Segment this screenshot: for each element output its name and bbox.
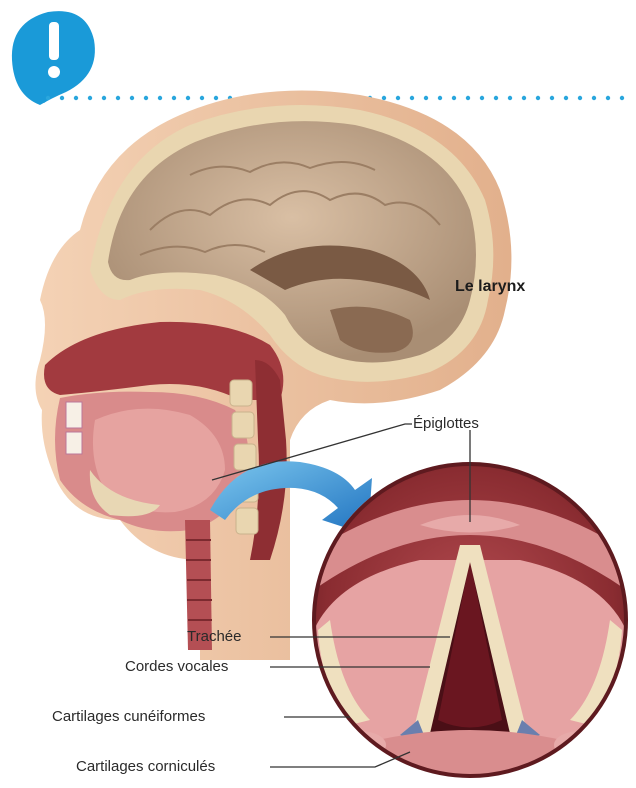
divider-dot: [508, 96, 512, 100]
divider-dot: [466, 96, 470, 100]
divider-dot: [214, 96, 218, 100]
divider-dot: [550, 96, 554, 100]
divider-dot: [424, 96, 428, 100]
label-cartilages-cornicules: Cartilages corniculés: [76, 758, 215, 775]
divider-dot: [186, 96, 190, 100]
exclamation-icon: [12, 11, 95, 105]
divider-dot: [396, 96, 400, 100]
divider-dot: [74, 96, 78, 100]
divider-dot: [130, 96, 134, 100]
divider-dot: [144, 96, 148, 100]
divider-dot: [88, 96, 92, 100]
label-cartilages-cuneiformes: Cartilages cunéiformes: [52, 708, 205, 725]
divider-dot: [172, 96, 176, 100]
divider-dot: [102, 96, 106, 100]
divider-dot: [452, 96, 456, 100]
divider-dot: [60, 96, 64, 100]
divider-dot: [536, 96, 540, 100]
divider-dot: [480, 96, 484, 100]
divider-dot: [200, 96, 204, 100]
divider-dot: [592, 96, 596, 100]
divider-dot: [564, 96, 568, 100]
diagram-title: Le larynx: [455, 278, 525, 296]
label-epiglottes: Épiglottes: [413, 415, 479, 432]
divider-dot: [46, 96, 50, 100]
divider-dot: [382, 96, 386, 100]
divider-dot: [438, 96, 442, 100]
divider-dot: [158, 96, 162, 100]
label-cordes-vocales: Cordes vocales: [125, 658, 228, 675]
divider-dot: [522, 96, 526, 100]
divider-dot: [606, 96, 610, 100]
divider-dot: [116, 96, 120, 100]
divider-dot: [620, 96, 624, 100]
divider-dot: [578, 96, 582, 100]
divider-dot: [410, 96, 414, 100]
label-trachee: Trachée: [187, 628, 241, 645]
divider-dot: [494, 96, 498, 100]
